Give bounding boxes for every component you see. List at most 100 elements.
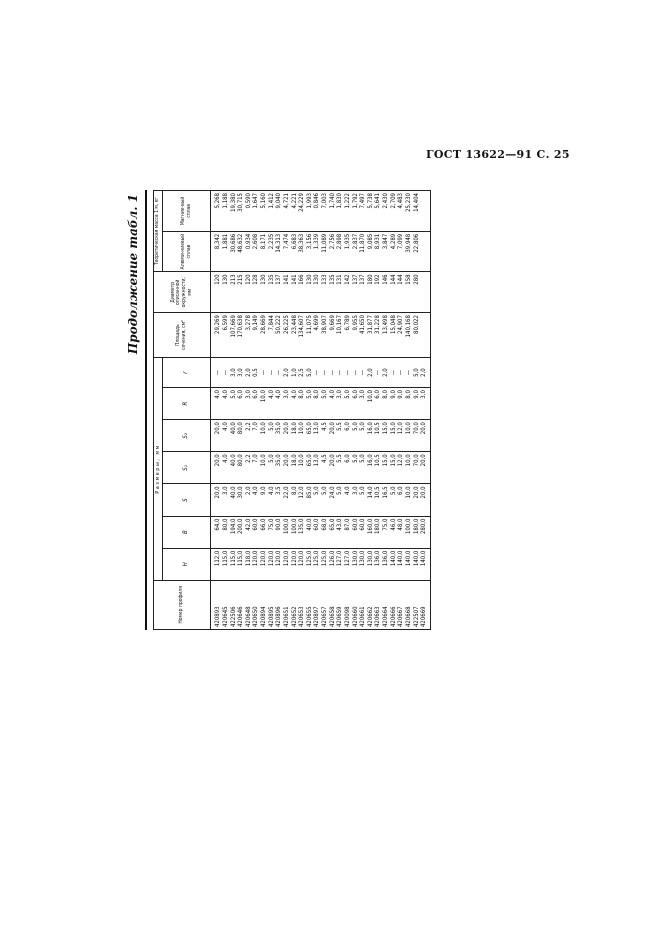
- table-caption: Продолжение табл. 1: [126, 194, 140, 355]
- cell-S: 20,0: [210, 483, 222, 517]
- cell-area: 6,789: [343, 312, 352, 358]
- cell-S: 4,0: [252, 483, 261, 517]
- cell-S: 3,0: [221, 483, 230, 517]
- cell-mass-magnesium: 30,715: [237, 190, 245, 232]
- cell-R: 5,0: [321, 387, 329, 420]
- cell-S: 5,0: [389, 483, 398, 517]
- cell-R: 8,0: [382, 387, 390, 420]
- cell-mass-magnesium: [420, 190, 431, 232]
- cell-r: 2,0: [382, 357, 390, 388]
- cell-S2: 10,5: [374, 419, 383, 452]
- cell-circle-diameter: 137: [275, 271, 283, 313]
- header-S: S: [162, 483, 211, 517]
- cell-H: 125,0: [321, 548, 329, 581]
- cell-H: 140,0: [389, 548, 398, 581]
- cell-mass-magnesium: 2,709: [389, 190, 398, 232]
- cell-mass-magnesium: 24,229: [298, 190, 306, 232]
- cell-profile-number: 420666: [389, 580, 398, 630]
- cell-R: 9,0: [412, 387, 421, 420]
- cell-S2: 20,0: [282, 419, 291, 452]
- cell-S2: 13,0: [313, 419, 322, 452]
- cell-R: 9,0: [397, 387, 405, 420]
- cell-B: 194,0: [229, 516, 238, 549]
- cell-S2: 12,0: [397, 419, 405, 452]
- cell-mass-aluminium: 0,934: [244, 231, 253, 272]
- header-H: H: [162, 548, 211, 581]
- cell-mass-magnesium: 0,590: [244, 190, 253, 232]
- cell-mass-magnesium: 7,003: [321, 190, 329, 232]
- cell-area: 80,022: [412, 312, 421, 358]
- cell-circle-diameter: 130: [260, 271, 268, 313]
- cell-S2: 18,0: [290, 419, 299, 452]
- cell-area: 13,498: [382, 312, 390, 358]
- cell-H: 126,0: [328, 548, 337, 581]
- cell-B: 68,0: [321, 516, 329, 549]
- cell-circle-diameter: 158: [404, 271, 413, 313]
- header-R: R: [162, 387, 211, 420]
- cell-S1: 5,0: [359, 451, 367, 484]
- cell-mass-aluminium: 14,313: [275, 231, 283, 272]
- cell-S2: 4,5: [321, 419, 329, 452]
- header-circle-diameter: Диаметр описанной окружности, мм: [153, 271, 211, 313]
- cell-area: 9,955: [351, 312, 360, 358]
- cell-profile-number: 420664: [382, 580, 390, 630]
- cell-circle-diameter: 135: [328, 271, 337, 313]
- cell-mass-aluminium: 39,948: [404, 231, 413, 272]
- header-S1: S₁: [162, 451, 211, 484]
- cell-area: 29,269: [210, 312, 222, 358]
- header-profile-number: Номер профиля: [153, 580, 211, 630]
- cell-mass-aluminium: 1,339: [313, 231, 322, 272]
- header-mass-group: Теоретическая масса 1 м, кг: [153, 190, 163, 272]
- cell-mass-aluminium: 22,806: [412, 231, 421, 272]
- cell-circle-diameter: 130: [221, 271, 230, 313]
- cell-circle-diameter: 120: [210, 271, 222, 313]
- cell-B: 60,0: [351, 516, 360, 549]
- cell-profile-number: 420663: [374, 580, 383, 630]
- cell-profile-number: 420098: [343, 580, 352, 630]
- cell-S2: 15,0: [389, 419, 398, 452]
- cell-mass-aluminium: 8,931: [374, 231, 383, 272]
- cell-r: —: [321, 357, 329, 388]
- cell-mass-magnesium: 4,221: [290, 190, 299, 232]
- cell-S1: 16,0: [366, 451, 375, 484]
- cell-R: 8,0: [313, 387, 322, 420]
- cell-S: 5,0: [313, 483, 322, 517]
- cell-S2: 70,0: [412, 419, 421, 452]
- cell-S2: 5,5: [336, 419, 344, 452]
- cell-H: 125,0: [313, 548, 322, 581]
- cell-R: 10,0: [260, 387, 268, 420]
- cell-profile-number: 420660: [351, 580, 360, 630]
- cell-S2: 10,0: [404, 419, 413, 452]
- cell-mass-magnesium: 14,404: [412, 190, 421, 232]
- cell-B: 100,0: [290, 516, 299, 549]
- cell-H: 120,0: [252, 548, 261, 581]
- cell-profile-number: 420652: [290, 580, 299, 630]
- cell-profile-number: 420651: [282, 580, 291, 630]
- cell-B: 135,0: [298, 516, 306, 549]
- cell-circle-diameter: 142: [343, 271, 352, 313]
- cell-S1: 13,0: [313, 451, 322, 484]
- cell-mass-aluminium: 2,898: [336, 231, 344, 272]
- cell-area: [420, 312, 431, 358]
- cell-H: 120,0: [282, 548, 291, 581]
- cell-mass-magnesium: 19,380: [229, 190, 238, 232]
- cell-S: 10,0: [404, 483, 413, 517]
- cell-mass-magnesium: 1,647: [252, 190, 261, 232]
- cell-B: 75,0: [382, 516, 390, 549]
- cell-mass-aluminium: 2,756: [328, 231, 337, 272]
- cell-H: 140,0: [420, 548, 431, 581]
- cell-profile-number: 420895: [267, 580, 276, 630]
- header-aluminium: Алюми-ниевый сплав: [162, 231, 211, 272]
- caption-rule: [145, 190, 147, 630]
- cell-area: 3,278: [244, 312, 253, 358]
- cell-R: 4,0: [328, 387, 337, 420]
